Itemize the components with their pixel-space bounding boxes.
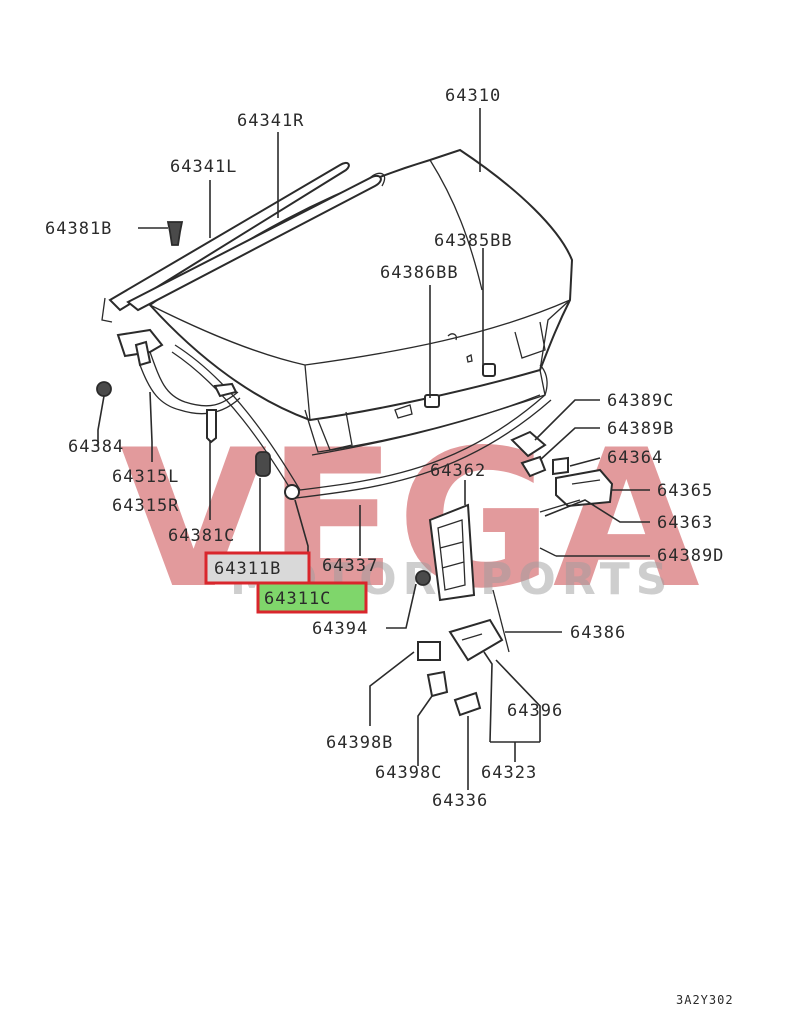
label-64365[interactable]: 64365	[657, 481, 713, 501]
highlight-box-64311c	[256, 581, 368, 614]
label-64337[interactable]: 64337	[322, 556, 378, 576]
watermark-brand: VEGA	[120, 409, 700, 630]
leader-lines	[97, 108, 650, 790]
label-64311c[interactable]: 64311C	[264, 589, 331, 609]
label-64398b[interactable]: 64398B	[326, 733, 393, 753]
label-64323[interactable]: 64323	[481, 763, 537, 783]
label-64336[interactable]: 64336	[432, 791, 488, 811]
label-64394[interactable]: 64394	[312, 619, 368, 639]
bump-stop-64381b-part	[166, 221, 184, 246]
label-64315r[interactable]: 64315R	[112, 496, 179, 516]
label-64386bb[interactable]: 64386BB	[380, 263, 459, 283]
label-64385bb[interactable]: 64385BB	[434, 231, 513, 251]
lock-cylinder-part	[510, 430, 614, 557]
label-64386[interactable]: 64386	[570, 623, 626, 643]
label-64315l[interactable]: 64315L	[112, 467, 179, 487]
label-64362[interactable]: 64362	[430, 461, 486, 481]
figure-code: 3A2Y302	[676, 993, 734, 1007]
label-64381c[interactable]: 64381C	[168, 526, 235, 546]
torsion-bars-part	[101, 161, 386, 323]
label-64398c[interactable]: 64398C	[375, 763, 442, 783]
bracket-64362-part	[428, 503, 476, 602]
label-64311b[interactable]: 64311B	[214, 559, 281, 579]
latch-part	[417, 589, 510, 717]
label-64389d[interactable]: 64389D	[657, 546, 724, 566]
stopper-64311-part	[255, 451, 300, 500]
label-64364[interactable]: 64364	[607, 448, 663, 468]
label-64389b[interactable]: 64389B	[607, 419, 674, 439]
highlight-box-64311b	[204, 551, 311, 585]
label-64341l[interactable]: 64341L	[170, 157, 237, 177]
label-64389c[interactable]: 64389C	[607, 391, 674, 411]
trunk-lid-part	[148, 148, 574, 456]
label-64363[interactable]: 64363	[657, 513, 713, 533]
label-64310[interactable]: 64310	[445, 86, 501, 106]
label-64381b[interactable]: 64381B	[45, 219, 112, 239]
highlight-boxes	[204, 551, 368, 614]
hinge-part	[116, 328, 241, 415]
label-64384[interactable]: 64384	[68, 437, 124, 457]
grommet-64394-part	[415, 570, 431, 586]
part-labels: 64310 64341R 64341L 64381B 64385BB 64386…	[45, 86, 734, 1007]
watermark: VEGA MOTORSPORTS	[120, 409, 700, 630]
label-64341r[interactable]: 64341R	[237, 111, 304, 131]
label-64396[interactable]: 64396	[507, 701, 563, 721]
bolt-64381c-part	[206, 409, 217, 444]
grommet-64384-part	[96, 381, 112, 397]
